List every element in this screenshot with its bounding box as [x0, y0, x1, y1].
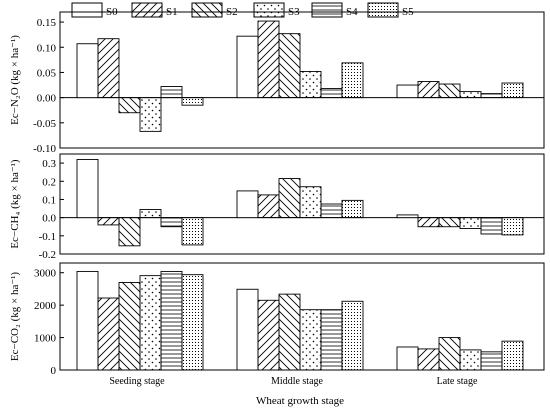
y-tick-label: 0.05 [37, 67, 57, 79]
x-axis-title: Wheat growth stage [256, 395, 344, 407]
y-tick-label: 0.10 [37, 42, 57, 54]
y-tick-label: 2000 [34, 300, 57, 312]
bar-s1-middle-stage [257, 194, 280, 219]
bar-s0-seeding-stage [76, 43, 99, 99]
panel-co2: 0 1000 2000 3000 Ec−CO₂ (kg × ha⁻¹) [9, 262, 545, 377]
y-tick-label: 0.3 [42, 158, 56, 170]
bar-s1-seeding-stage [97, 217, 120, 226]
bar-s4-seeding-stage [160, 86, 183, 99]
bar-s0-late-stage [396, 84, 419, 99]
bar-s2-middle-stage [278, 293, 301, 371]
legend-item-s0: S0 [71, 2, 118, 18]
legend-swatch-s4 [311, 2, 343, 18]
bar-s4-seeding-stage [160, 270, 183, 371]
y-axis-title: Ec−N₂O (kg × ha⁻¹) [9, 35, 21, 125]
bar-s2-late-stage [438, 337, 461, 371]
bar-s0-seeding-stage [76, 270, 99, 371]
bar-s1-middle-stage [257, 299, 280, 371]
bar-s3-late-stage [459, 349, 482, 371]
bar-s5-middle-stage [341, 62, 364, 99]
bar-s0-middle-stage [236, 190, 259, 219]
legend-swatch-s5 [367, 2, 399, 18]
legend-swatch-s0 [71, 2, 103, 18]
bar-s5-late-stage [501, 217, 524, 236]
bar-s0-late-stage [396, 346, 419, 371]
y-tick-label: 0.15 [37, 17, 57, 29]
legend-item-s3: S3 [253, 2, 300, 18]
x-category-label: Middle stage [271, 376, 323, 387]
bar-s4-late-stage [480, 217, 503, 235]
x-category-label: Late stage [437, 376, 478, 387]
bar-s5-seeding-stage [181, 217, 204, 246]
y-tick-label: -0.10 [33, 143, 56, 155]
panel-frame [59, 11, 545, 149]
bar-s4-middle-stage [320, 88, 343, 99]
bar-s5-middle-stage [341, 199, 364, 219]
bar-s3-middle-stage [299, 186, 322, 219]
bar-s4-late-stage [480, 351, 503, 371]
bar-s4-late-stage [480, 93, 503, 99]
y-tick-label: 3000 [34, 268, 57, 280]
legend-item-s2: S2 [191, 2, 238, 18]
bar-s3-middle-stage [299, 309, 322, 371]
bar-s5-seeding-stage [181, 97, 204, 106]
legend-swatch-s2 [191, 2, 223, 18]
bar-s1-seeding-stage [97, 38, 120, 99]
legend-swatch-s1 [131, 2, 163, 18]
bar-s0-middle-stage [236, 35, 259, 99]
y-tick-label: 0.1 [42, 194, 56, 206]
bar-s3-seeding-stage [139, 275, 162, 371]
legend-item-s4: S4 [311, 2, 358, 18]
bar-s2-late-stage [438, 217, 461, 228]
y-axis-title: Ec−CO₂ (kg × ha⁻¹) [9, 272, 21, 362]
legend-swatch-s3 [253, 2, 285, 18]
bar-s5-seeding-stage [181, 274, 204, 371]
bar-s5-middle-stage [341, 300, 364, 371]
bar-s4-seeding-stage [160, 217, 183, 228]
bar-s2-seeding-stage [118, 282, 141, 371]
y-tick-label: -0.05 [33, 118, 56, 130]
bar-s3-middle-stage [299, 70, 322, 99]
y-tick-label: 1000 [34, 333, 57, 345]
y-tick-label: 0.2 [42, 176, 56, 188]
panel-frame [59, 153, 545, 255]
y-tick-label: 0.00 [37, 93, 57, 105]
y-tick-label: 0 [51, 365, 57, 377]
bar-s5-late-stage [501, 340, 524, 371]
bar-s1-seeding-stage [97, 297, 120, 371]
y-axis-title: Ec−CH₄ (kg × ha⁻¹) [9, 159, 21, 249]
bar-s2-seeding-stage [118, 97, 141, 114]
y-tick-label: -0.2 [39, 249, 56, 261]
bar-s4-middle-stage [320, 203, 343, 219]
bar-s0-late-stage [396, 214, 419, 219]
bar-s3-late-stage [459, 217, 482, 229]
bar-s0-seeding-stage [76, 159, 99, 219]
legend-item-s5: S5 [367, 2, 414, 18]
bar-s2-middle-stage [278, 33, 301, 99]
bar-s3-seeding-stage [139, 209, 162, 219]
x-category-label: Seeding stage [109, 376, 165, 387]
bar-s2-seeding-stage [118, 217, 141, 247]
bar-s1-late-stage [417, 348, 440, 371]
bar-s2-middle-stage [278, 178, 301, 219]
panel-ch4: -0.2 -0.1 0.0 0.1 0.2 0.3 Ec−CH₄ (kg × ha⁻¹) [9, 153, 545, 261]
bar-s1-late-stage [417, 217, 440, 228]
bar-s5-late-stage [501, 82, 524, 99]
bar-s1-middle-stage [257, 20, 280, 99]
legend-item-s1: S1 [131, 2, 178, 18]
y-tick-label: -0.1 [39, 231, 56, 243]
bar-s3-late-stage [459, 91, 482, 99]
bar-s3-seeding-stage [139, 97, 162, 132]
legend: S0 S1 S2 S3 S4 S5 [71, 2, 414, 18]
bar-s4-middle-stage [320, 309, 343, 371]
y-tick-label: 0.0 [42, 213, 56, 225]
bar-s0-middle-stage [236, 288, 259, 371]
bar-s2-late-stage [438, 83, 461, 99]
bar-s1-late-stage [417, 81, 440, 99]
